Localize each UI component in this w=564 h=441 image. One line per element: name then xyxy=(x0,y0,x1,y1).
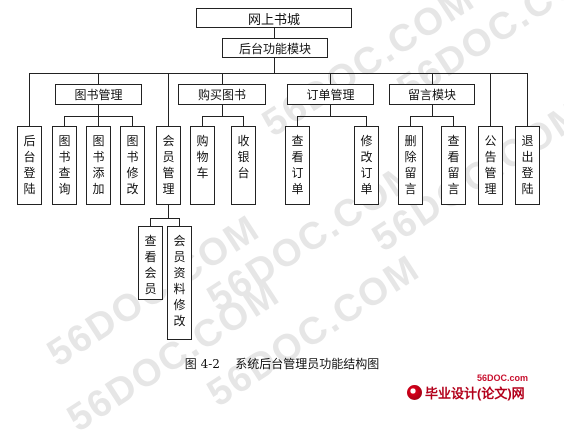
connector-line xyxy=(29,73,30,126)
connector-line xyxy=(297,116,367,117)
connector-line xyxy=(453,116,454,126)
connector-line xyxy=(202,116,203,126)
connector-line xyxy=(168,73,169,126)
leaf-node-book-query: 图书查询 xyxy=(52,126,77,205)
leaf-node-cart: 购物车 xyxy=(190,126,215,205)
connector-line xyxy=(29,73,527,74)
site-logo: 毕业设计(论文)网 xyxy=(407,383,525,401)
leaf-node-checkout: 收银台 xyxy=(231,126,256,205)
connector-line xyxy=(366,116,367,126)
connector-line xyxy=(168,205,169,218)
connector-line xyxy=(297,116,298,126)
connector-line xyxy=(432,73,433,84)
leaf-node-edit-member: 会员资料修改 xyxy=(167,226,192,340)
leaf-node-logout: 退出登陆 xyxy=(515,126,540,205)
connector-line xyxy=(410,116,454,117)
connector-line xyxy=(432,104,433,116)
leaf-node-view-messages: 查看留言 xyxy=(441,126,466,205)
connector-line xyxy=(527,73,528,126)
connector-line xyxy=(222,73,223,84)
connector-line xyxy=(98,73,99,84)
structure-diagram: 56DOC.COM 56DOC.COM 56DOC.COM 56DOC.COM … xyxy=(17,0,564,440)
logo-small-text: 56DOC.com xyxy=(477,373,529,383)
leaf-node-book-edit: 图书修改 xyxy=(120,126,145,205)
connector-line xyxy=(243,116,244,126)
watermark: 56DOC.COM xyxy=(200,247,428,416)
leaf-node-edit-orders: 修改订单 xyxy=(354,126,379,205)
group-node-books: 图书管理 xyxy=(55,84,142,105)
logo-mark-icon xyxy=(407,384,422,400)
leaf-node-member-management: 会员管理 xyxy=(156,126,181,205)
connector-line xyxy=(150,218,180,219)
connector-line xyxy=(150,218,151,226)
connector-line xyxy=(274,57,275,73)
group-node-purchase: 购买图书 xyxy=(178,84,266,105)
connector-line xyxy=(98,104,99,116)
connector-line xyxy=(202,116,244,117)
module-node: 后台功能模块 xyxy=(222,38,328,58)
connector-line xyxy=(179,218,180,226)
leaf-node-notice-management: 公告管理 xyxy=(478,126,503,205)
connector-line xyxy=(490,73,491,126)
group-node-orders: 订单管理 xyxy=(287,84,374,105)
connector-line xyxy=(330,73,331,84)
connector-line xyxy=(330,104,331,116)
leaf-node-book-add: 图书添加 xyxy=(86,126,111,205)
group-node-messages: 留言模块 xyxy=(389,84,475,105)
leaf-node-login: 后台登陆 xyxy=(17,126,42,205)
connector-line xyxy=(64,116,65,126)
figure-caption: 图 4-2 系统后台管理员功能结构图 xyxy=(184,357,380,371)
connector-line xyxy=(132,116,133,126)
connector-line xyxy=(410,116,411,126)
connector-line xyxy=(274,27,275,38)
leaf-node-view-orders: 查看订单 xyxy=(285,126,310,205)
leaf-node-view-member: 查看会员 xyxy=(138,226,163,300)
connector-line xyxy=(98,116,99,126)
logo-text: 毕业设计(论文)网 xyxy=(425,385,525,401)
leaf-node-delete-messages: 删除留言 xyxy=(398,126,423,205)
connector-line xyxy=(222,104,223,116)
root-node: 网上书城 xyxy=(196,8,352,28)
